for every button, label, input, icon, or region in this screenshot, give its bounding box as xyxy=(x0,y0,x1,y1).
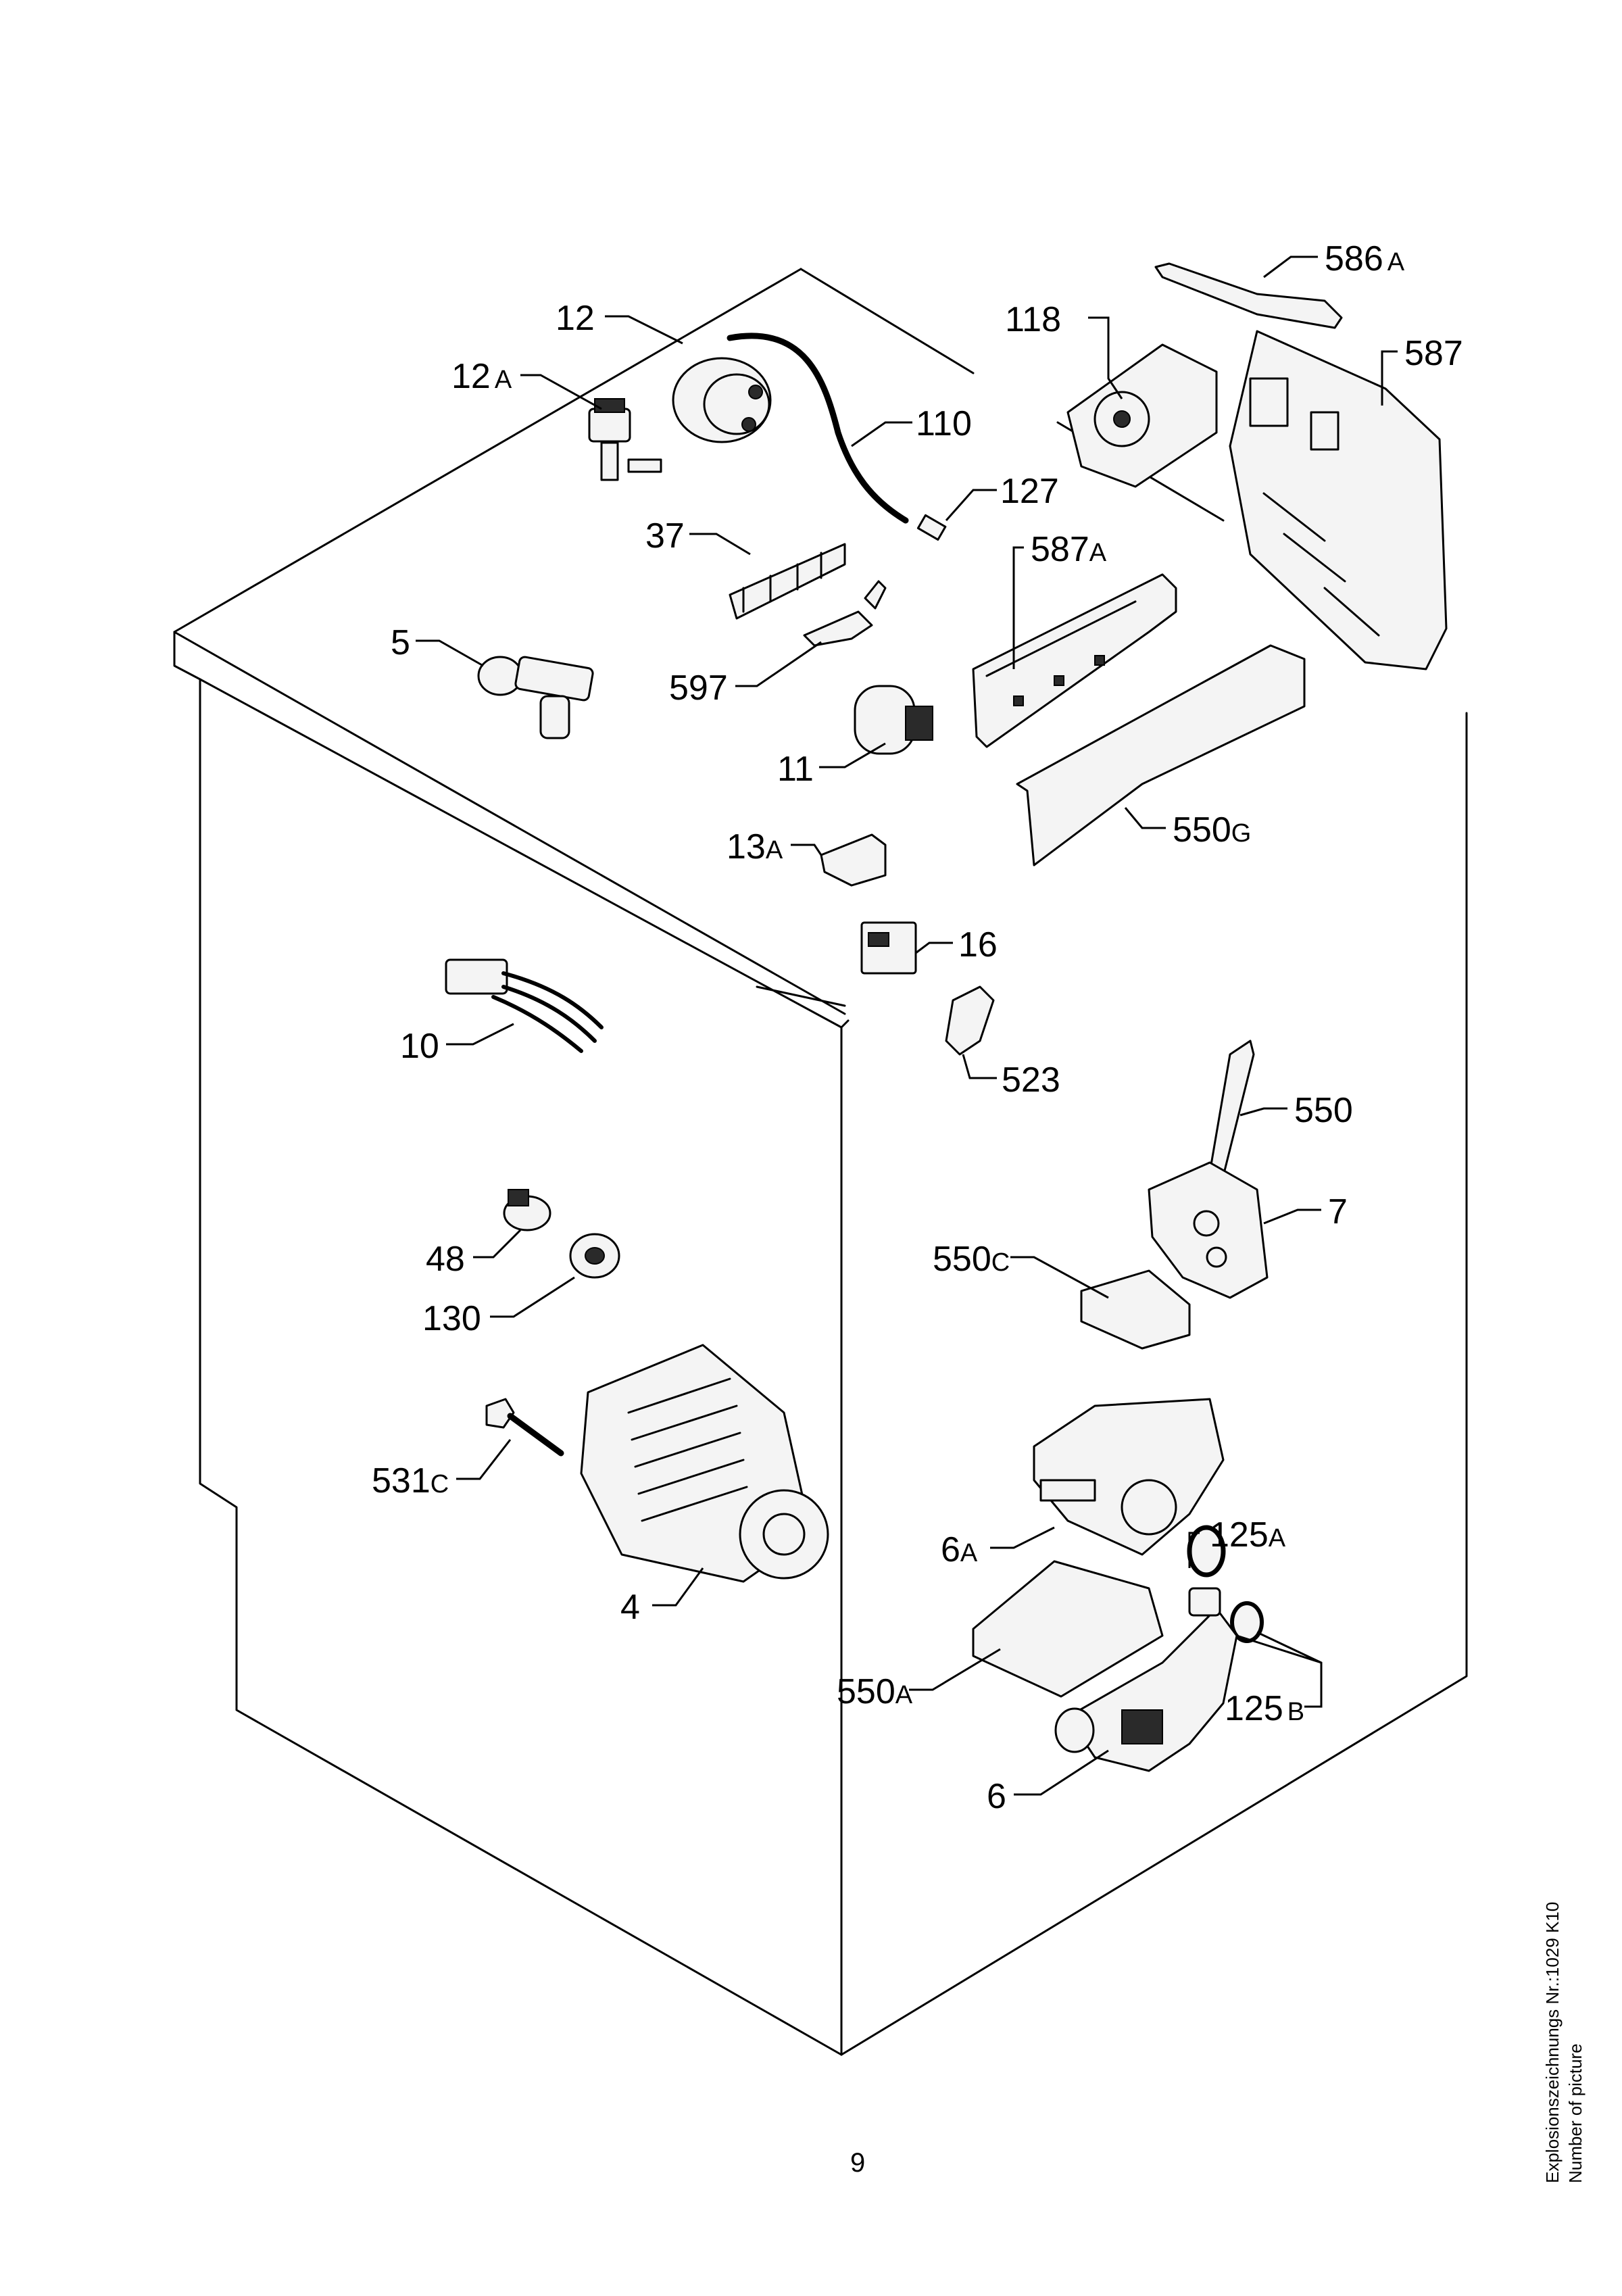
label-10: 10 xyxy=(400,1027,439,1066)
label-523: 523 xyxy=(1002,1060,1060,1100)
part-lever xyxy=(1208,1040,1255,1177)
part-inlet-valve xyxy=(477,656,594,739)
part-gasket-b xyxy=(1230,1601,1264,1643)
part-motor xyxy=(580,1344,829,1583)
part-bracket xyxy=(803,580,887,647)
part-level-sensor xyxy=(588,398,662,481)
label-127: 127 xyxy=(1000,472,1059,511)
part-drive-unit xyxy=(1148,1161,1269,1299)
label-12: 12 xyxy=(556,299,595,338)
label-6: 6 xyxy=(987,1777,1006,1816)
part-heating-element xyxy=(445,958,604,1053)
label-550: 550 xyxy=(1294,1091,1353,1130)
part-pcb xyxy=(972,573,1177,748)
part-link-bar xyxy=(1154,262,1343,329)
page-number: 9 xyxy=(850,2148,866,2178)
label-110: 110 xyxy=(916,404,972,443)
caption-line-1: Explosionszeichnungs Nr.:1029 K10 xyxy=(1542,1901,1563,2183)
label-550a: 550A xyxy=(837,1672,913,1711)
label-4: 4 xyxy=(620,1588,640,1627)
part-cover-plate xyxy=(1016,644,1306,866)
label-550g: 550G xyxy=(1173,810,1251,850)
label-5: 5 xyxy=(391,623,410,662)
part-pump-housing xyxy=(1033,1398,1225,1556)
label-550c: 550C xyxy=(933,1240,1010,1279)
part-knob xyxy=(569,1233,620,1279)
part-pump-cover xyxy=(972,1560,1164,1698)
label-7: 7 xyxy=(1328,1192,1348,1231)
label-16: 16 xyxy=(958,925,998,964)
part-pressure-switch xyxy=(672,357,772,443)
part-thermostat xyxy=(503,1189,551,1231)
part-hose xyxy=(727,333,909,524)
label-531c: 531C xyxy=(372,1461,449,1500)
part-nozzle xyxy=(916,514,947,541)
label-597: 597 xyxy=(669,668,728,708)
part-terminal-block xyxy=(820,833,887,887)
label-118: 118 xyxy=(1005,300,1061,339)
part-timer xyxy=(1066,343,1218,488)
label-37: 37 xyxy=(645,516,685,556)
label-11: 11 xyxy=(777,750,814,789)
label-13a: 13A xyxy=(727,827,783,866)
cabinet-outline xyxy=(173,268,1468,2056)
part-control-panel xyxy=(1229,330,1448,670)
label-587a: 587A xyxy=(1031,530,1107,569)
part-capacitor xyxy=(854,685,933,755)
part-connector-strip xyxy=(729,543,846,620)
part-cover-block xyxy=(1080,1269,1191,1350)
label-125a: 125A xyxy=(1210,1515,1286,1555)
caption-line-2: Number of picture xyxy=(1565,2043,1586,2183)
part-bolt xyxy=(485,1398,564,1457)
label-6a: 6A xyxy=(941,1530,978,1569)
part-drain-pump xyxy=(1054,1587,1238,1772)
part-mounting-plate xyxy=(945,985,995,1056)
label-48: 48 xyxy=(426,1240,465,1279)
drawing-caption: Explosionszeichnungs Nr.:1029 K10 Number… xyxy=(1541,1805,1602,2183)
label-587: 587 xyxy=(1404,334,1463,373)
label-130: 130 xyxy=(422,1299,481,1338)
part-door-interlock xyxy=(860,921,917,975)
leader-lines xyxy=(416,255,1398,1796)
